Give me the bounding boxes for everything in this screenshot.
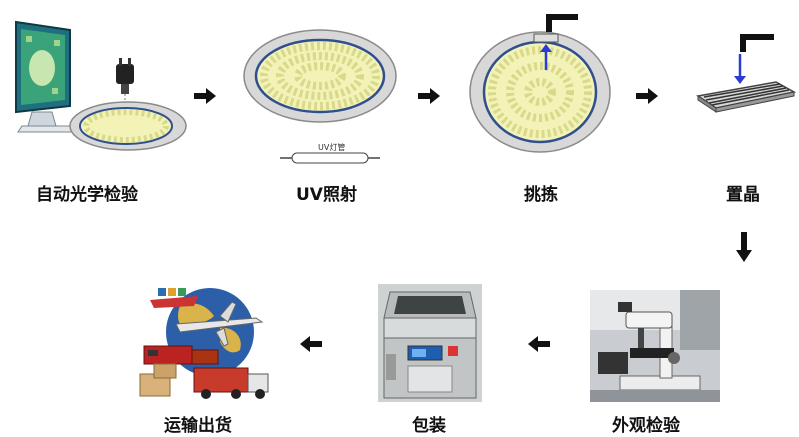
step-label-place: 置晶 <box>726 185 760 205</box>
airplane-icon <box>175 301 264 347</box>
cargo-ship-icon <box>150 288 198 308</box>
step-label-visual: 外观检验 <box>612 416 680 436</box>
tray-icon <box>696 81 796 113</box>
step-label-uv: UV照射 <box>296 185 357 205</box>
wafer-icon <box>243 29 397 123</box>
step-label-aoi: 自动光学检验 <box>36 185 138 205</box>
arrow-right-1 <box>194 88 216 104</box>
step-aoi-illustration <box>8 14 188 154</box>
step-visual-illustration <box>590 290 720 402</box>
arrow-right-3 <box>636 88 658 104</box>
packaging-machine-icon <box>383 291 477 399</box>
camera-icon <box>116 58 134 106</box>
step-package-illustration <box>378 284 482 402</box>
monitor-icon <box>15 20 75 133</box>
train-icon <box>143 345 219 365</box>
wafer-icon <box>69 101 187 151</box>
wafer-icon <box>469 31 611 153</box>
arrow-left-1 <box>528 336 550 352</box>
arrow-left-2 <box>300 336 322 352</box>
pickup-tool-icon <box>734 34 774 84</box>
uv-lamp-icon: UV灯管 <box>280 142 380 164</box>
truck-icon <box>193 367 269 399</box>
step-label-package: 包装 <box>412 416 446 436</box>
boxes-icon <box>139 363 177 397</box>
step-ship-illustration <box>136 276 276 404</box>
step-label-ship: 运输出货 <box>164 416 232 436</box>
arrow-right-2 <box>418 88 440 104</box>
step-uv-illustration: UV灯管 <box>240 28 400 178</box>
step-sort-illustration <box>468 8 616 156</box>
step-place-illustration <box>690 32 796 124</box>
arrow-down <box>736 232 752 262</box>
uv-lamp-label: UV灯管 <box>318 142 345 152</box>
pickup-tool-icon <box>533 14 578 70</box>
step-label-sort: 挑拣 <box>524 185 558 205</box>
